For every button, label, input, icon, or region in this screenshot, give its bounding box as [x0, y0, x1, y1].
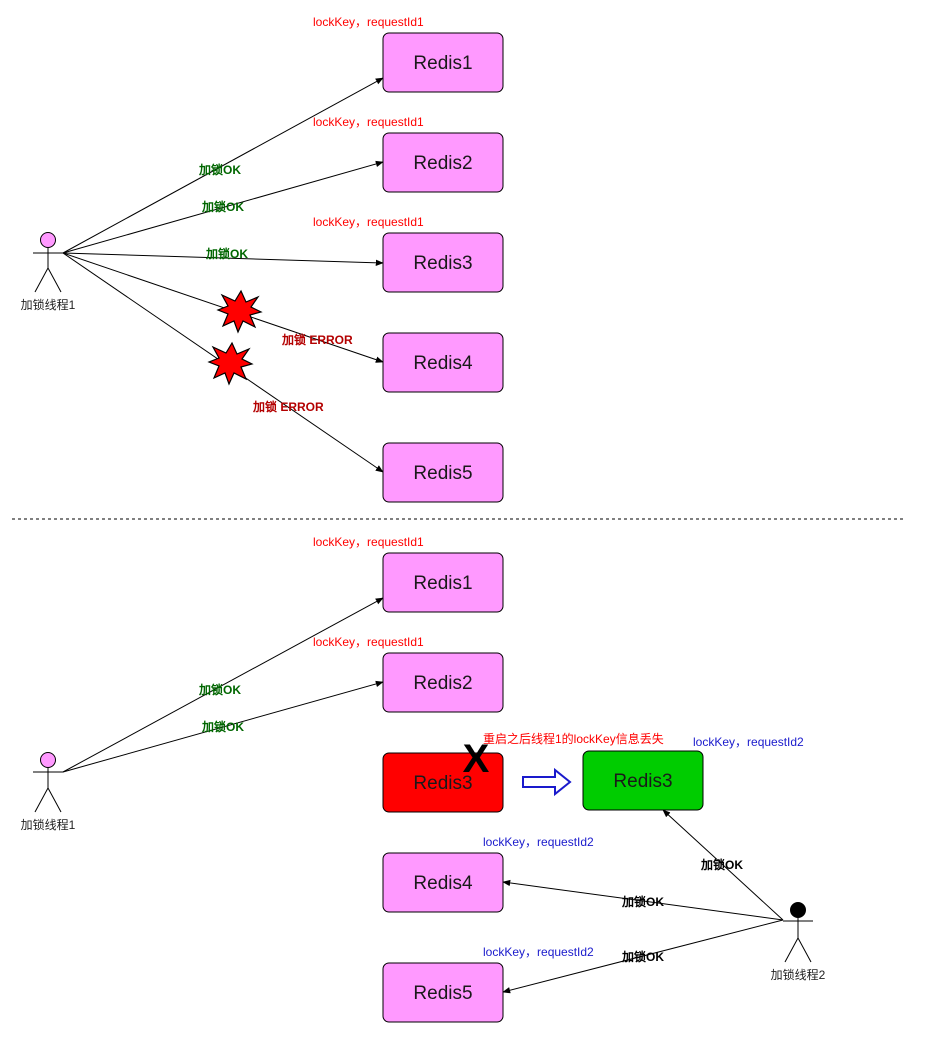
redis-node-label: Redis1 [413, 573, 472, 594]
lock-note-top-3: lockKey，requestId1 [313, 215, 424, 229]
edge-label-top-2: 加锁OK [201, 199, 244, 214]
edge-top-redis2 [62, 160, 384, 254]
redis-node-label: Redis4 [413, 873, 473, 894]
edge-label-bottom-t1-1: 加锁OK [198, 682, 241, 697]
edge-label-top-3: 加锁OK [205, 246, 248, 261]
edge-label-bottom-t2-1: 加锁OK [700, 857, 743, 872]
edge-label-top-5: 加锁 ERROR [252, 399, 324, 414]
edge-label-bottom-t2-3: 加锁OK [621, 949, 664, 964]
redis-node: Redis1 [382, 32, 504, 93]
error-explosion-icon [207, 341, 254, 386]
actor-label-top: 加锁线程1 [21, 297, 76, 312]
edge-bottom-t2-redis3 [662, 809, 784, 921]
edge-bottom-t2-redis5 [502, 919, 784, 994]
lock-note-bottom-1: lockKey，requestId1 [313, 535, 424, 549]
redis-node-label: Redis1 [413, 53, 472, 74]
redis-node-restarted: Redis3 [582, 750, 704, 811]
lock-note-bottom-t2-1: lockKey，requestId2 [693, 735, 804, 749]
edge-label-top-4: 加锁 ERROR [281, 332, 353, 347]
lock-note-bottom-t2-3: lockKey，requestId2 [483, 945, 594, 959]
redis-node: Redis4 [382, 332, 504, 393]
actor-thread2-icon [783, 902, 813, 963]
redis-node: Redis5 [382, 442, 504, 503]
redis-node: Redis5 [382, 962, 504, 1023]
restart-arrow-icon [522, 767, 572, 797]
redis-node-label: Redis3 [413, 253, 472, 274]
redis-node-label: Redis5 [413, 983, 472, 1004]
lock-note-top-2: lockKey，requestId1 [313, 115, 424, 129]
edge-top-redis1 [62, 77, 384, 254]
actor-thread1-icon [33, 752, 63, 813]
lock-note-bottom-2: lockKey，requestId1 [313, 635, 424, 649]
redis-node-label: Redis4 [413, 353, 473, 374]
edge-bottom-t2-redis4 [502, 879, 784, 921]
actor-thread1-icon [33, 232, 63, 293]
redis-node-label: Redis5 [413, 463, 472, 484]
edge-bottom-t1-redis2 [62, 680, 384, 773]
redis-node-label: Redis2 [413, 153, 472, 174]
edge-label-bottom-t2-2: 加锁OK [621, 894, 664, 909]
edge-label-bottom-t1-2: 加锁OK [201, 719, 244, 734]
redis-node: Redis1 [382, 552, 504, 613]
edge-label-top-1: 加锁OK [198, 162, 241, 177]
actor-label-bottom-1: 加锁线程1 [21, 817, 76, 832]
redis-node-label: Redis3 [613, 771, 672, 792]
edge-bottom-t1-redis1 [62, 597, 384, 773]
redis-node: Redis2 [382, 652, 504, 713]
cross-mark: X [463, 737, 490, 781]
error-explosion-icon [216, 289, 263, 334]
redis-node: Redis2 [382, 132, 504, 193]
lock-note-top-1: lockKey，requestId1 [313, 15, 424, 29]
redis-node-label: Redis2 [413, 673, 472, 694]
redis-node-label: Redis3 [413, 773, 472, 794]
edge-top-redis3 [62, 252, 384, 266]
lock-note-bottom-t2-2: lockKey，requestId2 [483, 835, 594, 849]
actor-label-bottom-2: 加锁线程2 [771, 967, 826, 982]
redis-node: Redis3 [382, 232, 504, 293]
restart-note: 重启之后线程1的lockKey信息丢失 [483, 731, 664, 746]
redis-node: Redis4 [382, 852, 504, 913]
redis-node-failed: Redis3 [382, 752, 504, 813]
